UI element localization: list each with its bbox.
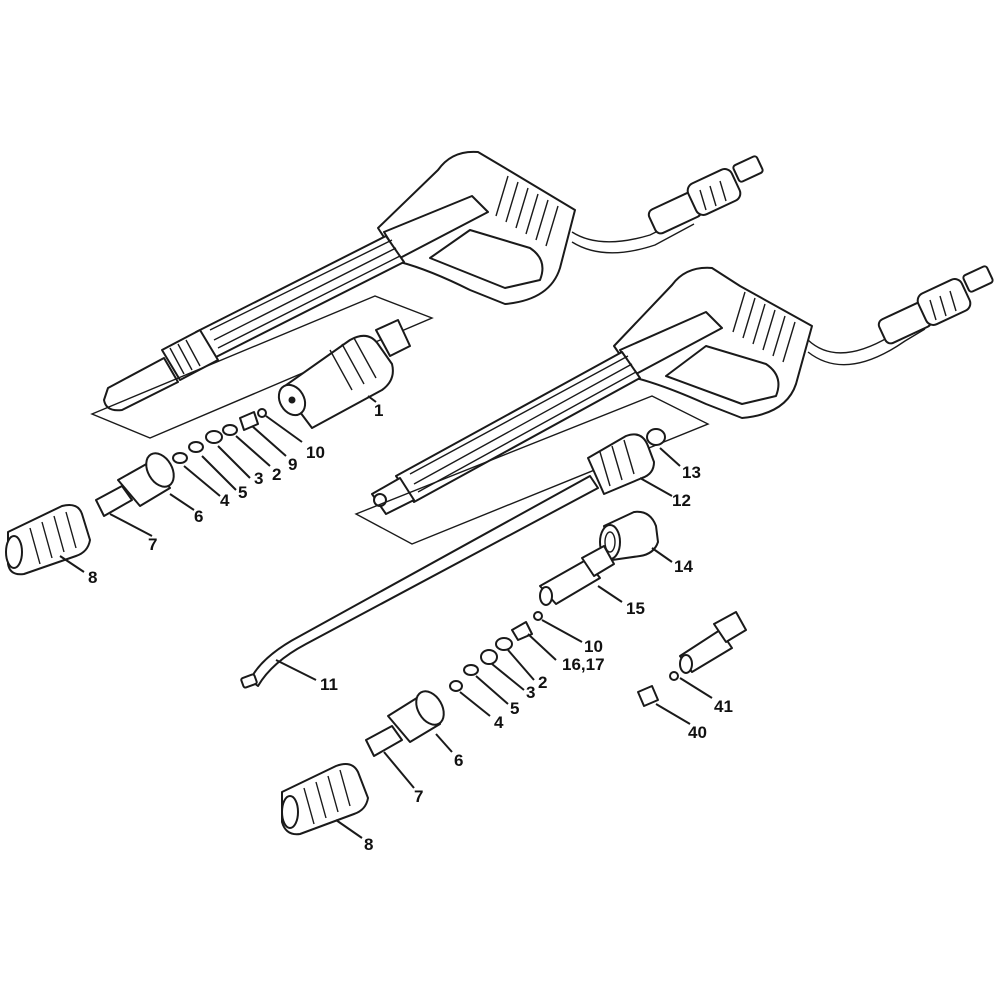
- callout-11: 11: [320, 675, 338, 694]
- callout-5-bottom: 5: [510, 699, 519, 718]
- lower-detail-frame: [354, 395, 710, 545]
- upper-lance-tube: [103, 235, 405, 412]
- callout-10-bottom: 10: [584, 637, 603, 656]
- part-8-nozzle-cap-lower: [281, 763, 369, 836]
- callout-4-bottom: 4: [494, 713, 504, 732]
- leader-lines: [59, 395, 713, 839]
- upper-detail-frame: [90, 295, 434, 439]
- part-40-nozzle-insert: [637, 685, 659, 707]
- part-4-oring: [172, 452, 188, 464]
- callout-1: 1: [374, 401, 383, 420]
- upper-small-parts: [172, 408, 267, 464]
- part-15-quick-adapter: [539, 545, 615, 606]
- callout-8-bottom: 8: [364, 835, 373, 854]
- callout-16-17: 16,17: [562, 655, 605, 674]
- part-1-nozzle-assembly: [277, 319, 411, 429]
- callout-10-top: 10: [306, 443, 325, 462]
- callout-5-top: 5: [238, 483, 247, 502]
- callout-41: 41: [714, 697, 733, 716]
- part-4-oring-lower: [449, 680, 463, 692]
- callout-4-top: 4: [220, 491, 230, 510]
- part-6-nozzle-body-lower: [365, 690, 445, 757]
- part-11-lance-rod: [240, 475, 599, 689]
- callout-7-bottom: 7: [414, 787, 423, 806]
- lower-hose-coupler: [877, 265, 994, 345]
- upper-gun-handle: [377, 150, 576, 305]
- part-41-adapter: [679, 611, 747, 674]
- part-9-nozzle-insert: [239, 411, 259, 431]
- callout-2-bottom: 2: [538, 673, 547, 692]
- part-14-union-nut: [599, 510, 659, 561]
- callout-12: 12: [672, 491, 691, 510]
- part-2-washer-lower: [495, 637, 513, 651]
- callout-labels: 1 10 9 2 3 5 4 6 7 8 13 12 14 15 11 10 1…: [88, 401, 733, 854]
- lower-small-parts: [449, 611, 543, 692]
- part-13-oring: [646, 428, 666, 446]
- callout-2-top: 2: [272, 465, 281, 484]
- callout-6-bottom: 6: [454, 751, 463, 770]
- part-8-nozzle-cap: [5, 504, 91, 576]
- callout-3-top: 3: [254, 469, 263, 488]
- part-5-washer-lower: [463, 664, 479, 676]
- part-16-17-nozzle-insert: [511, 621, 533, 641]
- lower-spray-gun: [354, 265, 994, 545]
- part-3-oring: [205, 430, 223, 444]
- part-12-lance-connector: [587, 433, 655, 495]
- upper-hose-coupler: [647, 155, 764, 235]
- callout-40: 40: [688, 723, 707, 742]
- part-5-washer: [188, 441, 204, 453]
- callout-6-top: 6: [194, 507, 203, 526]
- part-3-oring-lower: [480, 649, 498, 665]
- callout-9: 9: [288, 455, 297, 474]
- part-6-nozzle-body: [95, 452, 175, 517]
- callout-7-top: 7: [148, 535, 157, 554]
- callout-3-bottom: 3: [526, 683, 535, 702]
- upper-spray-gun: [90, 150, 764, 439]
- part-10-oring-lower: [533, 611, 543, 621]
- part-2-washer: [222, 424, 238, 436]
- callout-15: 15: [626, 599, 645, 618]
- lower-lance-tube: [371, 351, 641, 515]
- part-41-oring: [669, 671, 679, 681]
- callout-13: 13: [682, 463, 701, 482]
- part-10-oring: [257, 408, 267, 418]
- callout-8-top: 8: [88, 568, 97, 587]
- lower-gun-handle: [613, 266, 813, 419]
- callout-14: 14: [674, 557, 693, 576]
